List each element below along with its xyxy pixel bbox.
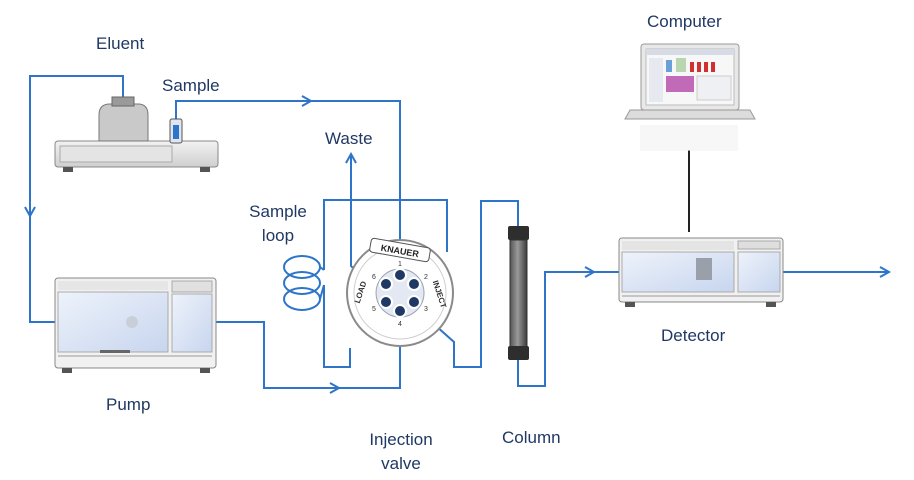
line-loop-frame xyxy=(323,199,448,270)
detector-device xyxy=(618,237,784,307)
injection-valve: KNAUER LOAD INJECT 1 2 3 4 5 6 xyxy=(346,237,454,347)
pump-device xyxy=(54,277,217,373)
label-detector: Detector xyxy=(661,326,726,345)
label-pump: Pump xyxy=(106,395,151,414)
label-sample: Sample xyxy=(162,76,220,95)
valve-port-2: 2 xyxy=(424,274,428,281)
label-sample-loop: Sample loop xyxy=(238,200,318,248)
label-waste: Waste xyxy=(325,129,373,148)
valve-port-4: 4 xyxy=(398,321,402,328)
valve-port-5: 5 xyxy=(372,306,376,313)
line-eluent-to-pump xyxy=(29,75,124,323)
eluent-platform xyxy=(54,96,219,172)
label-sample-loop-line2: loop xyxy=(261,226,295,245)
label-column: Column xyxy=(502,428,561,447)
valve-port-3: 3 xyxy=(424,306,428,313)
sample-loop-coil-icon xyxy=(283,255,325,311)
line-sample-to-valve xyxy=(175,100,401,275)
flow-lines xyxy=(29,75,888,388)
label-injection-valve-line2: valve xyxy=(381,454,421,473)
line-valve-to-column xyxy=(426,200,519,368)
valve-port-1: 1 xyxy=(398,261,402,268)
line-column-to-detector xyxy=(517,271,620,387)
computer-laptop-icon xyxy=(624,43,756,151)
label-eluent: Eluent xyxy=(96,34,145,53)
label-injection-valve: Injection valve xyxy=(354,428,448,476)
column-icon xyxy=(508,226,529,360)
label-computer: Computer xyxy=(647,12,722,31)
label-injection-valve-line1: Injection xyxy=(369,430,433,449)
eluent-bottle-icon xyxy=(98,103,149,142)
valve-port-6: 6 xyxy=(372,274,376,281)
line-loop-frame-bottom xyxy=(323,285,351,368)
label-sample-loop-line1: Sample xyxy=(249,202,307,221)
